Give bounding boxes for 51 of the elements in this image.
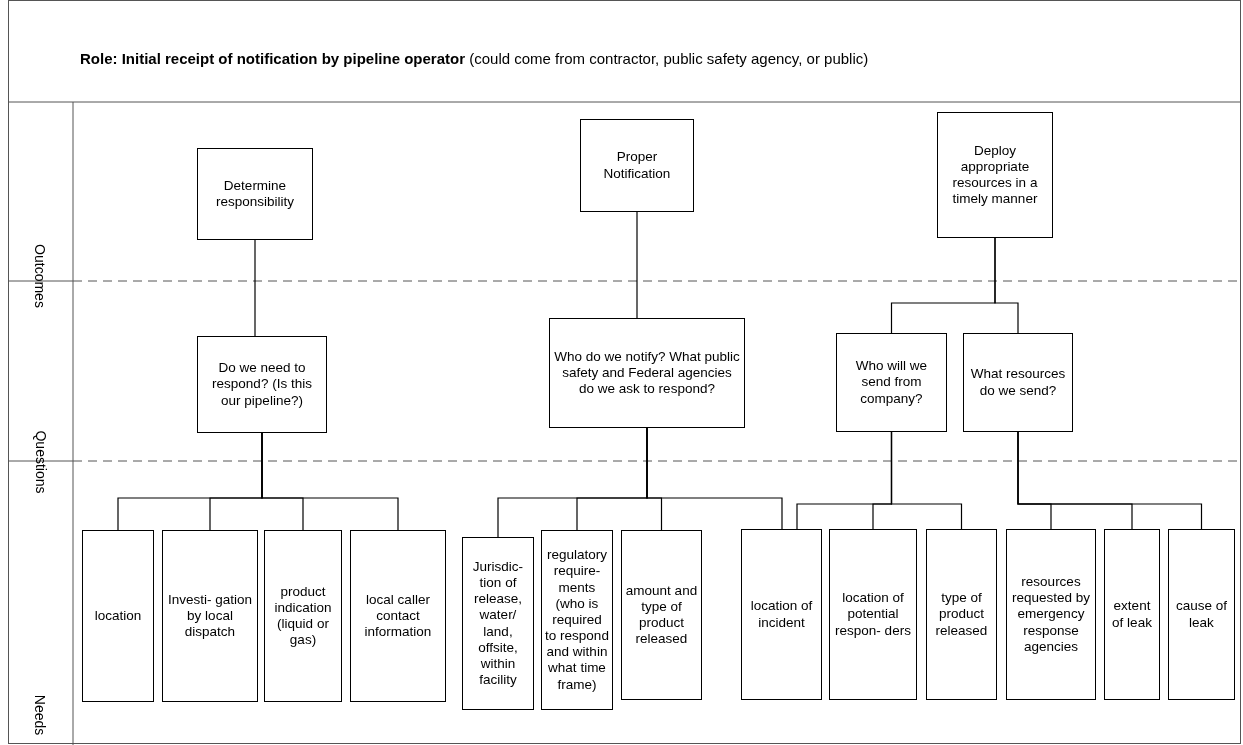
- need-box: [829, 529, 917, 700]
- node-text: cause of leak: [1174, 598, 1228, 631]
- node-text: amount and type of product released: [625, 582, 698, 648]
- node-text: product indication (liquid or gas): [273, 583, 333, 649]
- connector-line: [636, 211, 638, 319]
- need-box: [741, 529, 822, 700]
- outcome-box: [937, 112, 1053, 238]
- question-box: [963, 333, 1073, 432]
- question-box: [549, 318, 745, 428]
- connector-line: [890, 431, 963, 530]
- need-box: [82, 530, 154, 702]
- node-text: Who will we send from company?: [854, 358, 929, 407]
- outcome-box: [197, 148, 313, 240]
- node-text: location: [94, 607, 142, 625]
- node-text: Jurisdic- tion of release, water/ land, offsite, within facility: [471, 558, 525, 689]
- need-box: [264, 530, 342, 702]
- node-text: Determine responsibility: [214, 177, 295, 211]
- question-box: [836, 333, 947, 432]
- outcome-box: [580, 119, 694, 212]
- need-box: [621, 530, 702, 700]
- need-box: [462, 537, 534, 710]
- row-label: Outcomes: [31, 244, 48, 308]
- node-text: Investi- gation by local dispatch: [166, 591, 253, 641]
- node-text: regulatory require- ments (who is required to respond and within what time frame): [545, 547, 609, 693]
- need-box: [1104, 529, 1160, 700]
- need-box: [350, 530, 446, 702]
- node-text: type of product released: [934, 590, 989, 639]
- need-box: [926, 529, 997, 700]
- node-text: Proper Notification: [602, 149, 672, 182]
- node-text: extent of leak: [1111, 598, 1153, 631]
- node-text: local caller contact information: [363, 591, 433, 641]
- node-text: What resources do we send?: [969, 366, 1067, 399]
- node-text: Do we need to respond? (Is this our pipeline?): [211, 360, 313, 409]
- connector-line: [254, 239, 256, 337]
- connector-line: [1017, 431, 1203, 530]
- connector-line: [994, 237, 1019, 334]
- node-text: Who do we notify? What public safety and Federal agencies do we ask to respond?: [553, 348, 741, 398]
- row-label: Needs: [32, 694, 49, 736]
- question-box: [197, 336, 327, 433]
- row-label: Questions: [32, 430, 48, 494]
- node-text: location of incident: [749, 598, 814, 631]
- node-text: location of potential respon- ders: [834, 590, 912, 639]
- node-text: resources requested by emergency response agencies: [1010, 574, 1092, 655]
- connector-line: [261, 432, 399, 531]
- need-box: [1006, 529, 1096, 700]
- connector-line: [646, 427, 783, 530]
- need-box: [1168, 529, 1235, 700]
- need-box: [162, 530, 258, 702]
- node-text: Deploy appropriate resources in a timely manner: [951, 142, 1039, 208]
- role-heading: Role: Initial receipt of notification by pipeline operator (could come from contractor, public safety agency, or public): [80, 50, 869, 67]
- need-box: [541, 530, 613, 710]
